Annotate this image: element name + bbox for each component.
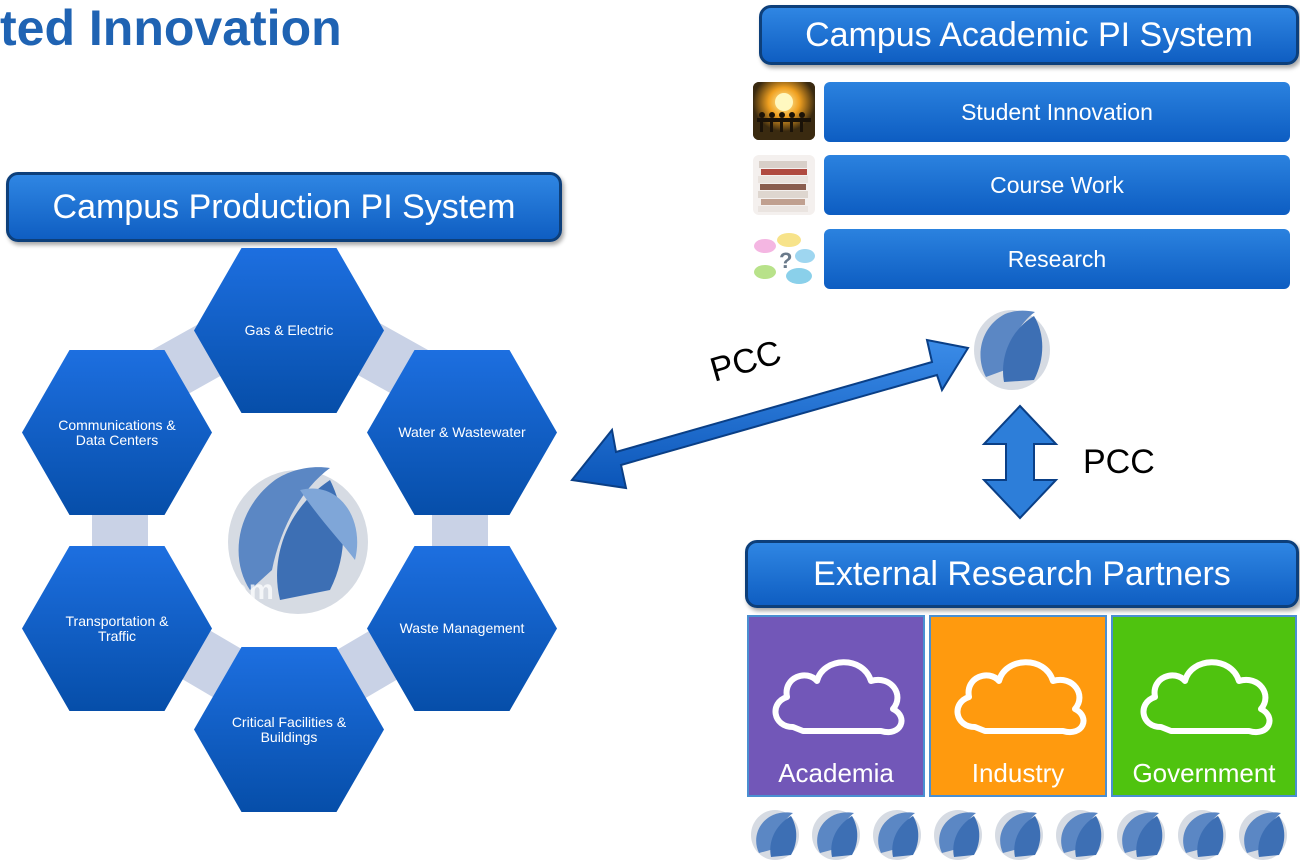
- hex-gas-electric-label: Gas & Electric: [244, 322, 334, 338]
- tile-industry-label: Industry: [971, 758, 1065, 788]
- production-header-label: Campus Production PI System: [52, 187, 516, 226]
- pi-server-icon: [751, 810, 799, 860]
- cloud-icon: [954, 659, 1087, 736]
- pi-server-icon: [934, 810, 982, 860]
- cloud-icon: [1140, 659, 1273, 736]
- pi-server-icon-row: [745, 806, 1299, 862]
- hex-water-wastewater-label: Water & Wastewater: [398, 424, 526, 440]
- diagonal-double-arrow: [570, 338, 970, 490]
- partners-header-label: External Research Partners: [813, 554, 1231, 593]
- people-lightbulb-icon: [753, 82, 815, 140]
- hex-communications-data-centers-label: Communications & Data Centers: [58, 416, 176, 448]
- academic-header: Campus Academic PI System: [759, 5, 1299, 65]
- tile-academia-label: Academia: [778, 758, 894, 788]
- pi-logo-watermark: tem: [220, 574, 276, 605]
- student-innovation-label: Student Innovation: [961, 98, 1153, 125]
- tile-government-label: Government: [1132, 758, 1276, 788]
- production-header: Campus Production PI System: [6, 172, 562, 242]
- vertical-double-arrow: [981, 404, 1059, 520]
- pi-server-icon: [995, 810, 1043, 860]
- svg-text:?: ?: [779, 248, 792, 273]
- hex-transportation-traffic-label: Transportation & Traffic: [65, 612, 169, 644]
- hex-critical-facilities-label: Critical Facilities & Buildings: [231, 713, 347, 745]
- hex-waste-management-label: Waste Management: [399, 620, 525, 636]
- course-work-box: Course Work: [824, 155, 1290, 215]
- pi-server-icon: [1117, 810, 1165, 860]
- tile-government: Government: [1111, 615, 1297, 797]
- pi-server-icon: [873, 810, 921, 860]
- book-stack-icon: [753, 155, 815, 215]
- tile-industry: Industry: [929, 615, 1107, 797]
- pi-server-icon: [1178, 810, 1226, 860]
- research-box: Research: [824, 229, 1290, 289]
- academic-header-label: Campus Academic PI System: [805, 15, 1253, 54]
- partners-header: External Research Partners: [745, 540, 1299, 608]
- research-label: Research: [1007, 245, 1107, 272]
- slide-title: ted Innovation: [0, 0, 342, 56]
- speech-bubbles-icon: ?: [753, 230, 815, 288]
- student-innovation-box: Student Innovation: [824, 82, 1290, 142]
- hex-transportation-traffic: Transportation & Traffic: [22, 546, 212, 711]
- pi-server-icon: [1056, 810, 1104, 860]
- tile-academia: Academia: [747, 615, 925, 797]
- vertical-pcc-label: PCC: [1083, 443, 1155, 481]
- hex-communications-data-centers: Communications & Data Centers: [22, 350, 212, 515]
- course-work-label: Course Work: [990, 171, 1124, 198]
- pi-server-icon: [1239, 810, 1287, 860]
- pi-logo-small-icon: [974, 310, 1050, 390]
- pi-logo-icon: [228, 467, 368, 614]
- cloud-icon: [772, 659, 905, 736]
- pi-server-icon: [812, 810, 860, 860]
